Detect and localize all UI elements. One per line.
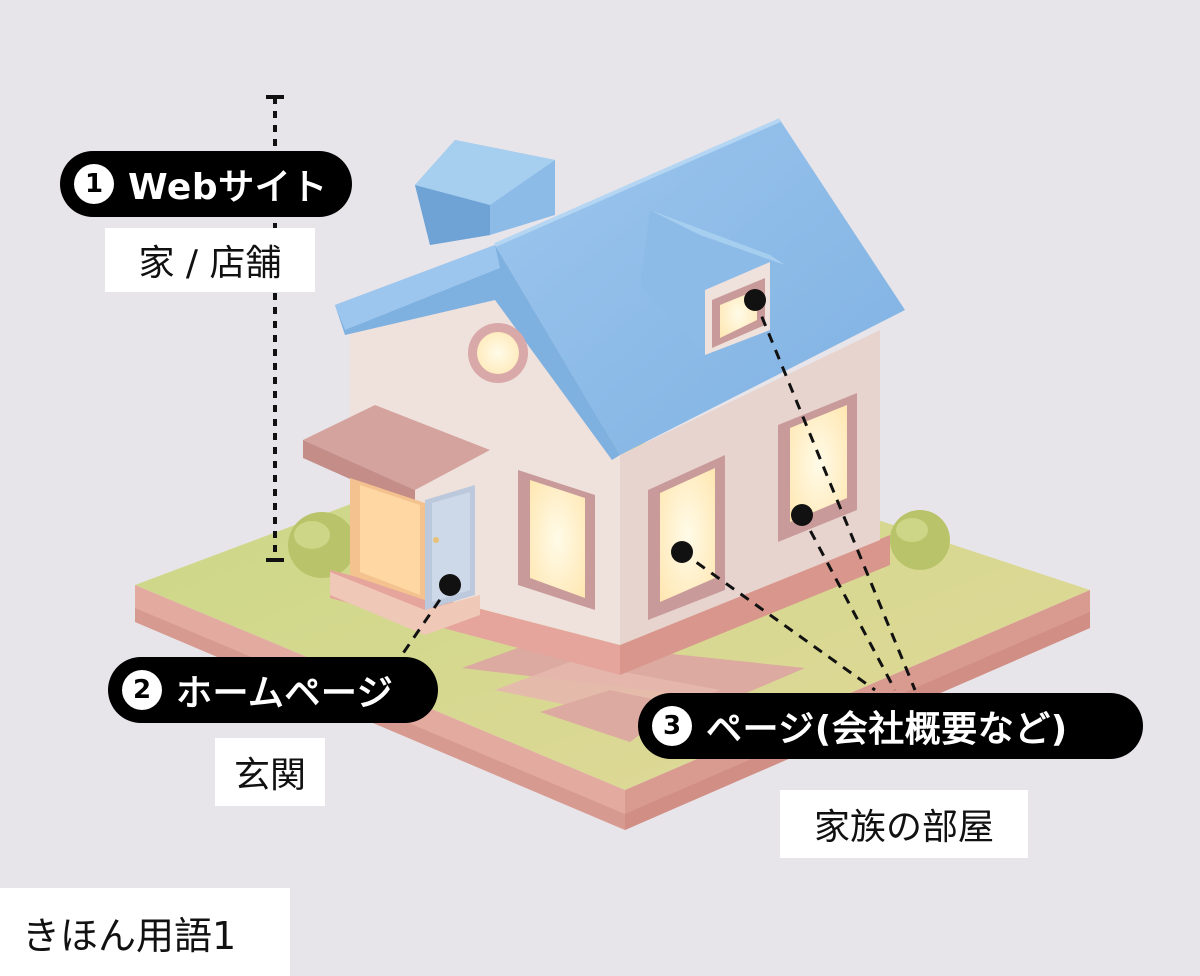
page-label: 3 ページ(会社概要など) bbox=[638, 693, 1143, 759]
side-window-lower bbox=[648, 455, 725, 620]
homepage-analogy: 玄関 bbox=[215, 738, 325, 806]
website-label: 1 Webサイト bbox=[60, 151, 352, 217]
bushes bbox=[288, 510, 950, 578]
front-window bbox=[518, 470, 595, 610]
page-label-text: ページ(会社概要など) bbox=[706, 709, 1068, 750]
website-height-marker bbox=[266, 95, 284, 562]
website-analogy: 家 / 店舗 bbox=[105, 228, 315, 292]
number-1-badge: 1 bbox=[74, 164, 114, 204]
website-label-text: Webサイト bbox=[128, 167, 328, 208]
number-2-badge: 2 bbox=[122, 670, 162, 710]
number-3-badge: 3 bbox=[652, 706, 692, 746]
entrance-porch bbox=[330, 478, 480, 635]
page-analogy: 家族の部屋 bbox=[780, 790, 1028, 858]
homepage-callout-line bbox=[393, 574, 461, 666]
homepage-label-text: ホームページ bbox=[176, 673, 394, 714]
footer-title: きほん用語1 bbox=[0, 888, 290, 976]
page-callout-lines bbox=[671, 289, 917, 692]
homepage-label: 2 ホームページ bbox=[108, 657, 438, 723]
round-window bbox=[468, 323, 528, 383]
